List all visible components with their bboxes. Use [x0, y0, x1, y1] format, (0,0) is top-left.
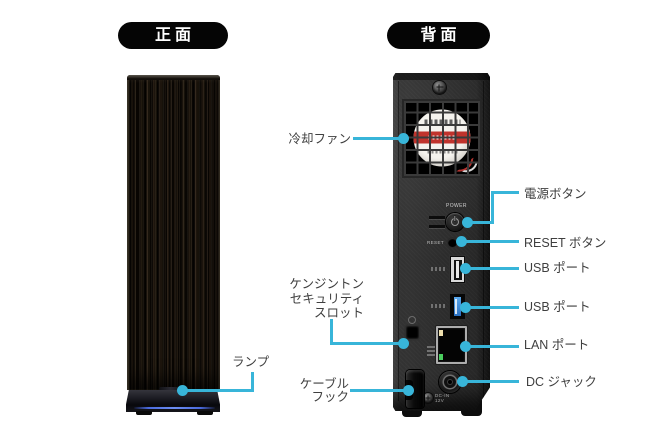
panel-seam	[398, 81, 399, 401]
lan-callout-line	[466, 345, 519, 348]
front-device-foot	[136, 411, 152, 415]
power-callout-line	[468, 221, 494, 224]
usb-port-bottom	[450, 294, 465, 319]
power-icon	[451, 218, 459, 226]
kensington-label-line: ケンジントン	[289, 277, 364, 291]
dc-callout-line	[463, 380, 519, 383]
front-view-badge: 正面	[118, 22, 228, 49]
cooling-fan	[404, 101, 480, 176]
dc-callout-label: DC ジャック	[526, 375, 597, 389]
usb-port-tongue	[456, 261, 459, 278]
panel-ridge	[429, 225, 445, 228]
front-device-photo	[127, 75, 220, 390]
usb-print-label	[431, 304, 447, 308]
reset-callout-dot	[456, 236, 467, 247]
lan-callout-dot	[460, 341, 471, 352]
usb-bottom-callout-line	[466, 306, 519, 309]
back-device-top-band	[393, 73, 490, 80]
front-device-base	[126, 390, 220, 412]
lamp-blue-glow	[134, 407, 215, 409]
power-callout-line	[491, 191, 519, 194]
fan-callout-dot	[398, 133, 409, 144]
screw-icon	[433, 81, 446, 94]
front-device-top-cap	[127, 75, 220, 80]
kensington-callout-line	[330, 319, 333, 345]
kensington-mark-icon	[408, 316, 416, 324]
usb-bottom-callout-label: USB ポート	[524, 300, 591, 314]
usb-print-label	[431, 267, 447, 271]
reset-button	[448, 238, 457, 247]
lamp-callout-label: ランプ	[232, 355, 270, 369]
reset-callout-line	[462, 240, 519, 243]
lamp-callout-line	[251, 372, 254, 392]
kensington-callout-line	[330, 342, 406, 345]
cable-hook-label-line: ケーブル	[299, 377, 349, 391]
lan-print-label	[427, 345, 435, 356]
lamp-callout-dot	[177, 385, 188, 396]
lan-led	[439, 330, 443, 336]
back-view-badge: 背面	[387, 22, 490, 49]
power-callout-dot	[462, 217, 473, 228]
cable-hook-callout-label: ケーブル フック	[289, 378, 349, 404]
dc-jack-pin	[448, 380, 452, 384]
usb-top-callout-label: USB ポート	[524, 261, 591, 275]
dc-callout-dot	[457, 376, 468, 387]
usb-top-callout-line	[466, 267, 519, 270]
power-button	[446, 213, 464, 231]
lan-callout-label: LAN ポート	[524, 338, 590, 352]
cable-hook-label-line: フック	[311, 390, 349, 404]
dc-jack	[439, 371, 461, 393]
kensington-callout-label: ケンジントン セキュリティ スロット	[284, 277, 364, 321]
dc-in-print-label: DC-IN 12V	[435, 393, 450, 403]
reset-print-label: RESET	[427, 240, 445, 245]
reset-callout-label: RESET ボタン	[524, 236, 607, 250]
power-print-label: POWER	[446, 203, 467, 209]
power-callout-label: 電源ボタン	[524, 187, 587, 201]
fan-callout-label: 冷却ファン	[288, 132, 351, 146]
usb-bottom-callout-dot	[460, 302, 471, 313]
power-callout-line	[491, 191, 494, 224]
screw-icon	[423, 393, 433, 403]
panel-ridge	[429, 216, 445, 219]
usb-top-callout-dot	[460, 263, 471, 274]
usb3-port-tongue	[453, 297, 461, 316]
fan-callout-line	[353, 137, 403, 140]
front-device-foot	[197, 411, 213, 415]
cable-hook-callout-dot	[403, 385, 414, 396]
kensington-label-line: セキュリティ	[289, 291, 364, 306]
lan-led	[439, 354, 443, 360]
kensington-security-slot	[406, 326, 419, 339]
kensington-callout-dot	[398, 338, 409, 349]
cable-hook-callout-line	[350, 389, 410, 392]
fan-grille-grid	[404, 101, 480, 176]
kensington-label-line: スロット	[313, 306, 364, 320]
lamp-callout-line	[182, 389, 254, 392]
